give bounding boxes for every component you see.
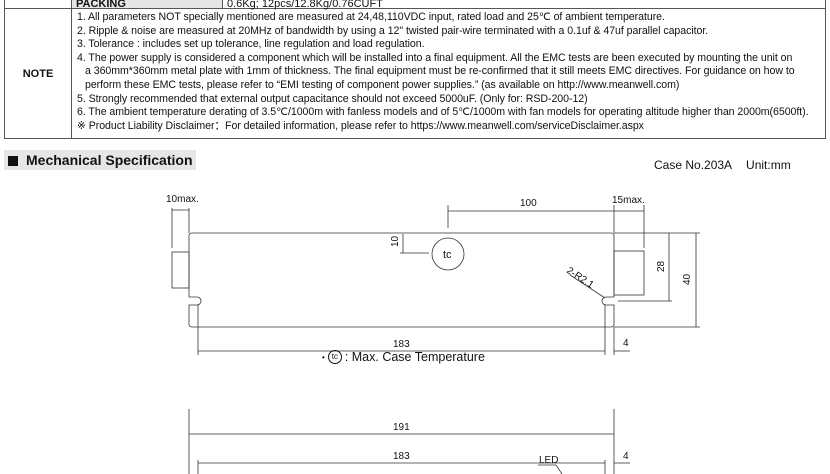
dim-height: 40 xyxy=(682,273,693,285)
tc-legend: •tc: Max. Case Temperature xyxy=(322,350,485,364)
dim-right-max: 15max. xyxy=(612,195,645,206)
notes-list: 1. All parameters NOT specially mentione… xyxy=(77,11,821,133)
left-connector xyxy=(171,251,190,289)
dim-end-2: 4 xyxy=(623,451,629,462)
note-4: 4. The power supply is considered a comp… xyxy=(77,51,793,64)
note-1: 1. All parameters NOT specially mentione… xyxy=(77,11,665,23)
section-header: Mechanical Specification xyxy=(4,150,196,170)
bullet: • xyxy=(322,352,325,362)
case-number: Case No.203A xyxy=(654,158,733,172)
square-bullet-icon xyxy=(8,156,18,166)
spec-table: PACKING 0.6Kg; 12pcs/12.8Kg/0.76CUFT NOT… xyxy=(4,0,826,139)
packing-row: PACKING 0.6Kg; 12pcs/12.8Kg/0.76CUFT xyxy=(5,0,825,10)
packing-label: PACKING xyxy=(71,0,223,10)
note-label: NOTE xyxy=(5,9,72,138)
note-2: 2. Ripple & noise are measured at 20MHz … xyxy=(77,24,709,37)
dim-height-inner: 28 xyxy=(656,260,667,272)
led-label: LED xyxy=(539,455,558,466)
dim-left-max: 10max. xyxy=(166,194,199,205)
note-6: 6. The ambient temperature derating of 3… xyxy=(77,106,809,119)
dim-total: 191 xyxy=(393,422,410,433)
note-4-cont: a 360mm*360mm metal plate with 1mm of th… xyxy=(85,65,795,78)
tc-symbol-icon: tc xyxy=(327,350,342,364)
dim-end: 4 xyxy=(623,338,629,349)
tc-point-icon xyxy=(431,237,465,271)
note-4-cont2: perform these EMC tests, please refer to… xyxy=(85,78,680,91)
case-outline xyxy=(188,232,615,328)
unit-label: Unit:mm xyxy=(746,158,791,172)
dim-tc-y: 10 xyxy=(390,235,401,247)
note-5: 5. Strongly recommended that external ou… xyxy=(77,92,588,105)
case-info: Case No.203A Unit:mm xyxy=(654,158,805,172)
dim-length-2: 183 xyxy=(393,451,410,462)
dim-length: 183 xyxy=(393,339,410,350)
tc-label: tc xyxy=(443,249,452,261)
packing-value: 0.6Kg; 12pcs/12.8Kg/0.76CUFT xyxy=(227,0,383,10)
right-connector xyxy=(613,250,645,296)
note-3: 3. Tolerance : includes set up tolerance… xyxy=(77,38,425,51)
note-disclaimer: ※ Product Liability Disclaimer：For detai… xyxy=(77,119,644,132)
dim-radius: 2-R2.1 xyxy=(564,265,596,291)
dim-tc-x: 100 xyxy=(520,198,537,209)
section-title: Mechanical Specification xyxy=(26,152,193,168)
legend-text: : Max. Case Temperature xyxy=(344,350,485,364)
